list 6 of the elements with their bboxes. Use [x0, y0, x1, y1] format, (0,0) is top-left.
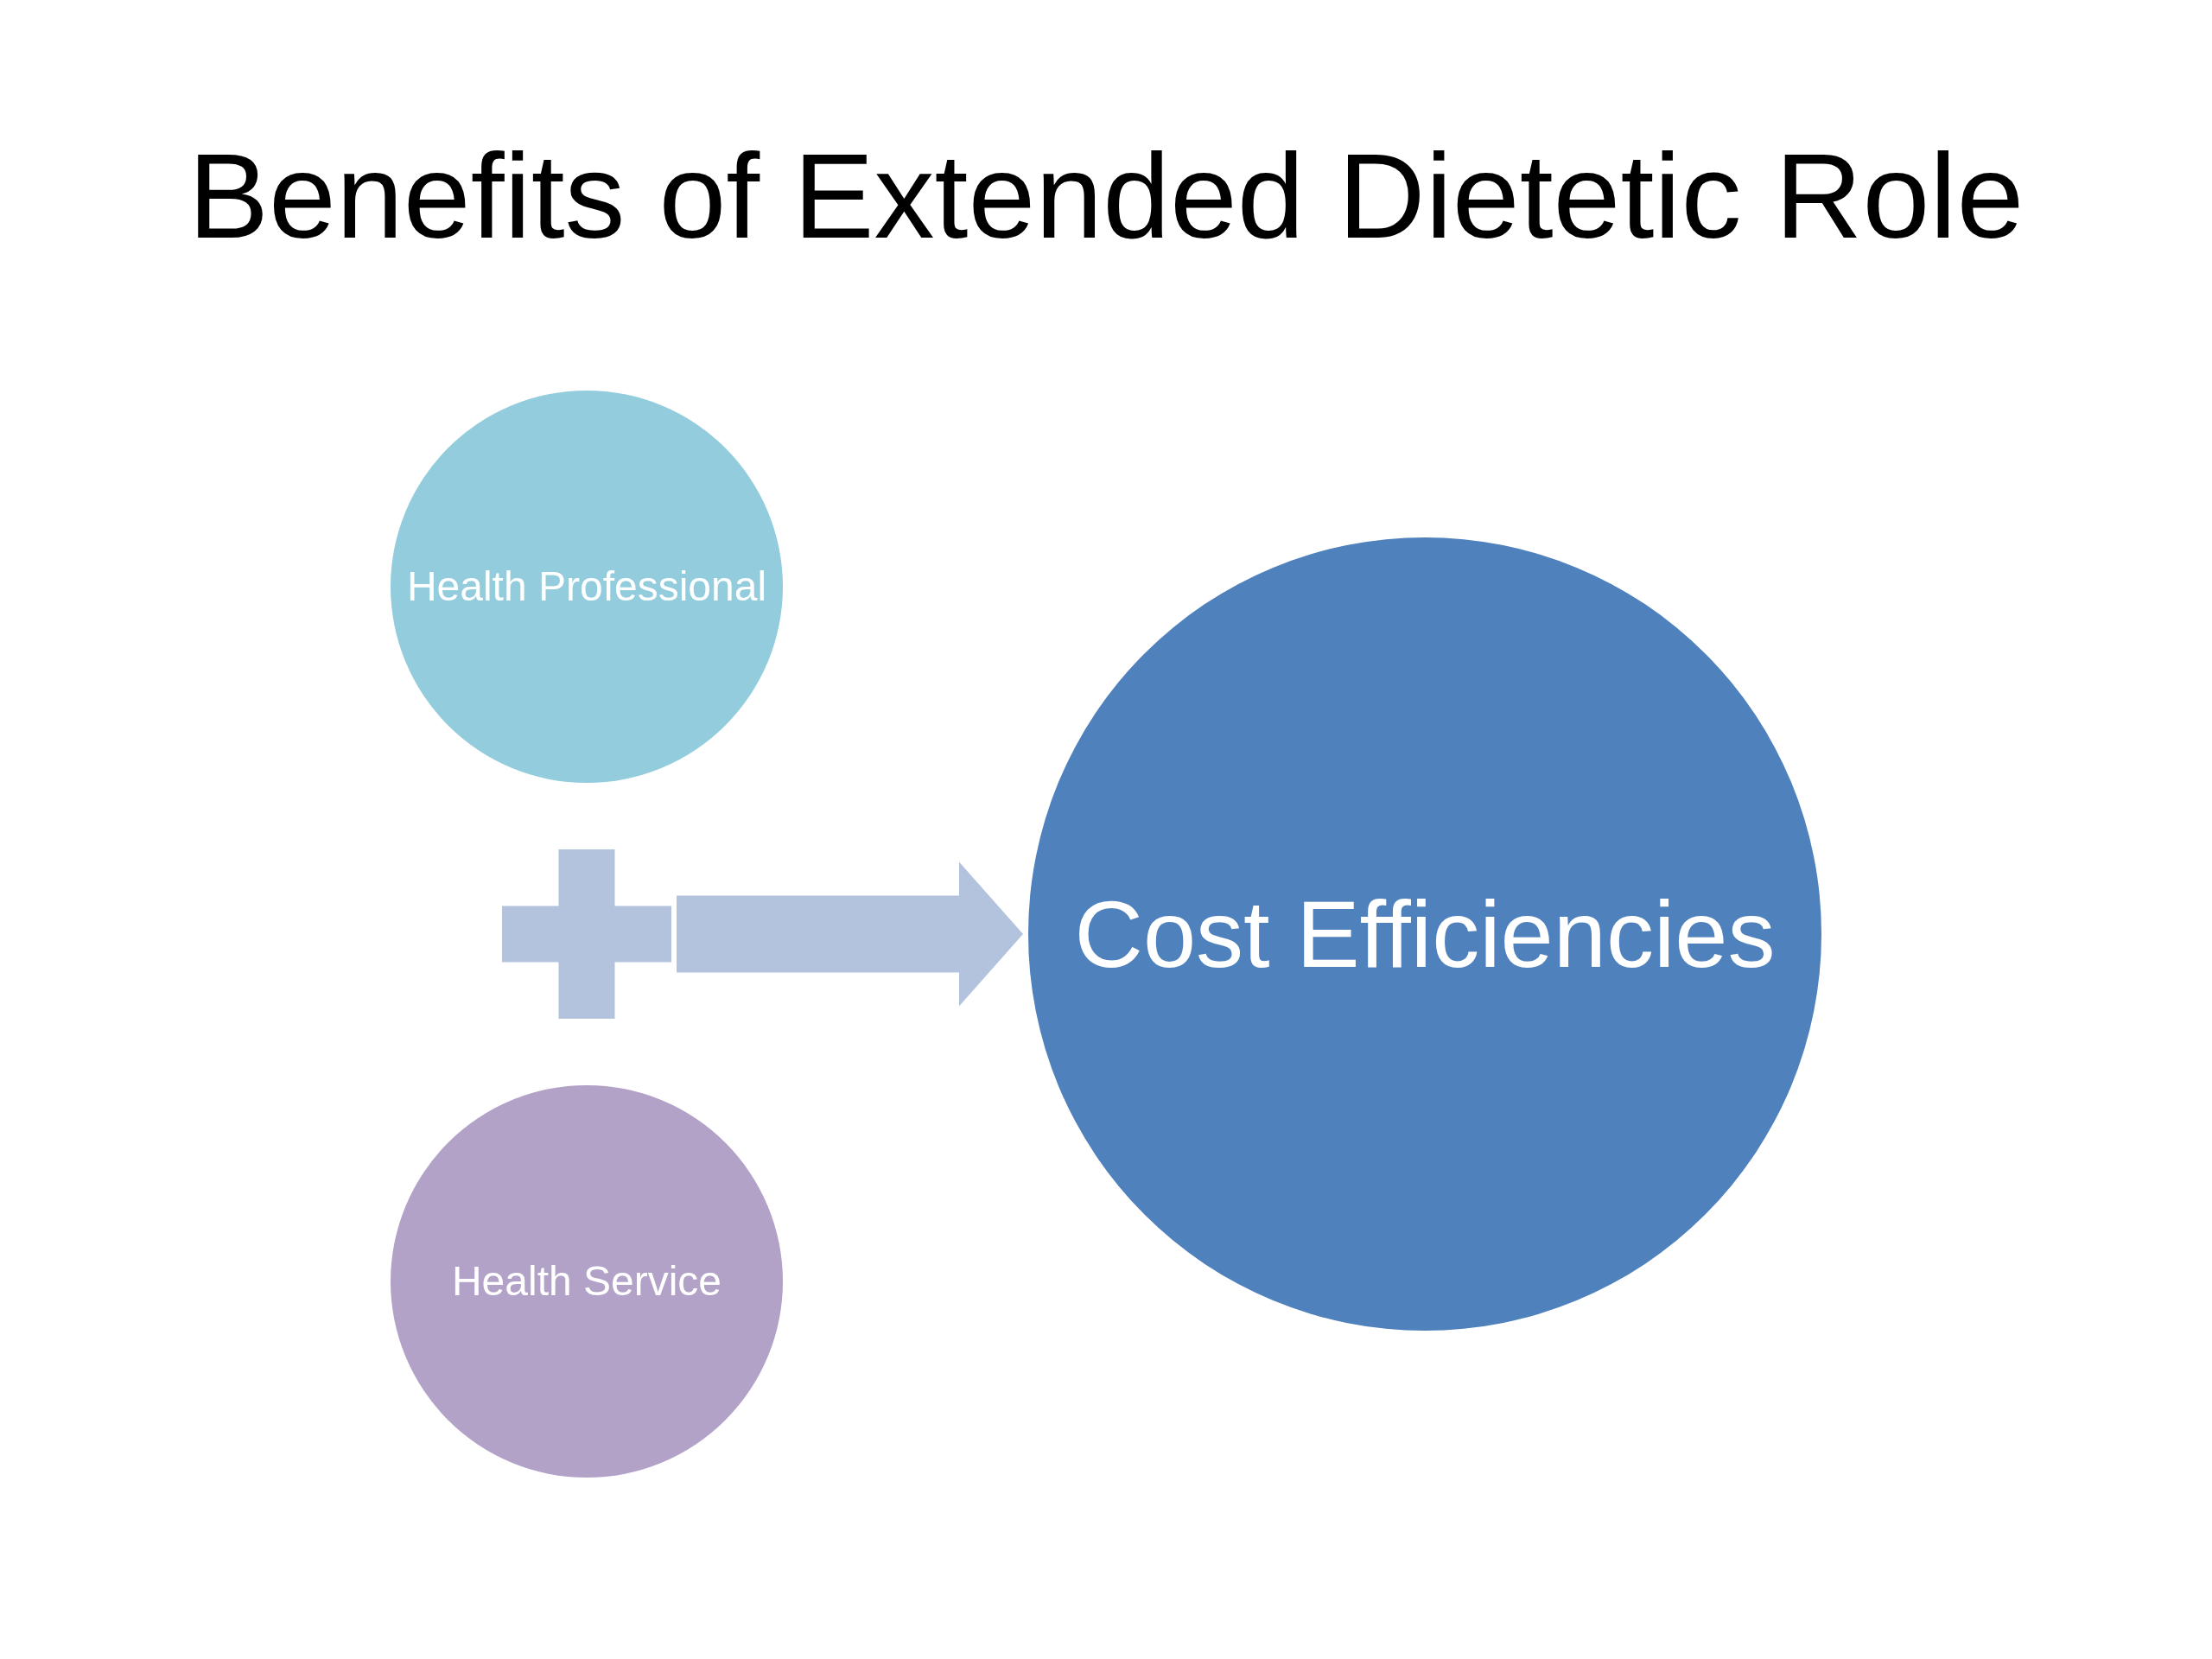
- node-label: Cost Efficiencies: [1074, 879, 1776, 988]
- plus-sign: [502, 849, 671, 1019]
- node-label: Health Service: [451, 1257, 722, 1306]
- block-arrow: [677, 861, 1023, 1007]
- title: Benefits of Extended Dietetic Role: [188, 130, 2024, 263]
- node-label: Health Professional: [406, 563, 767, 611]
